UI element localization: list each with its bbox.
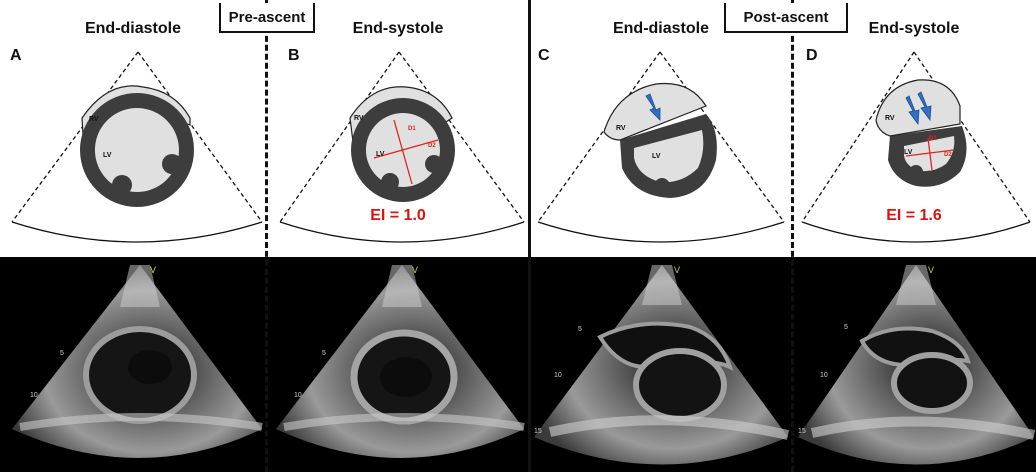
d1-label: D1 [929, 136, 937, 142]
eccentricity-index-d: EI = 1.6 [792, 207, 1036, 225]
diagram-b: End-systole B RV LV D1 D2 EI [266, 0, 530, 257]
d2-label: D2 [428, 143, 436, 149]
rv-label: RV [616, 125, 626, 132]
echo-sector-d: V 5 10 15 [792, 257, 1036, 472]
panel-c: End-diastole C RV LV [530, 0, 792, 472]
panel-letter-c: C [538, 47, 550, 65]
schematic-a: RV LV [0, 0, 266, 257]
depth-10-b: 10 [294, 392, 302, 399]
echo-image-a: V 5 10 [0, 257, 266, 472]
panel-letter-a: A [10, 47, 22, 65]
depth-5-a: 5 [60, 350, 64, 357]
depth-10-c: 10 [554, 372, 562, 379]
divider-cd [791, 0, 794, 472]
eccentricity-index-b: EI = 1.0 [266, 207, 530, 225]
probe-marker-d: V [928, 265, 934, 275]
panel-letter-d: D [806, 47, 818, 65]
lv-cavity [95, 108, 179, 192]
depth-5-c: 5 [578, 326, 582, 333]
echo-image-b: V 5 10 [266, 257, 530, 472]
echo-image-d: V 5 10 15 [792, 257, 1036, 472]
probe-marker-a: V [150, 265, 156, 275]
depth-10-a: 10 [30, 392, 38, 399]
panel-b: End-systole B RV LV D1 D2 EI [266, 0, 530, 472]
echo-sector-a: V 5 10 [0, 257, 266, 472]
depth-15-d: 15 [798, 428, 806, 435]
depth-5-d: 5 [844, 324, 848, 331]
echo-sector-c: V 5 10 15 [530, 257, 792, 472]
rv-label: RV [885, 115, 895, 122]
lv-label: LV [103, 152, 112, 159]
echo-sector-b: V 5 10 [266, 257, 530, 472]
divider-ab [265, 0, 268, 472]
panel-a: End-diastole A RV LV [0, 0, 266, 472]
depth-5-b: 5 [322, 350, 326, 357]
post-ascent-header: Post-ascent [724, 3, 848, 33]
lv-label: LV [904, 149, 913, 156]
panel-d: End-systole D RV LV [792, 0, 1036, 472]
probe-marker-c: V [674, 265, 680, 275]
pre-ascent-header: Pre-ascent [219, 3, 315, 33]
depth-15-c: 15 [534, 428, 542, 435]
echo-image-c: V 5 10 15 [530, 257, 792, 472]
lv-label: LV [652, 153, 661, 160]
panel-letter-b: B [288, 47, 300, 65]
divider-pre-post [528, 0, 531, 472]
lv-label: LV [376, 151, 385, 158]
rv-label: RV [89, 116, 99, 123]
rv-cavity [876, 80, 960, 136]
diagram-c: End-diastole C RV LV [530, 0, 792, 257]
probe-marker-b: V [412, 265, 418, 275]
d1-label: D1 [408, 126, 416, 132]
schematic-c: RV LV [530, 0, 792, 257]
diagram-d: End-systole D RV LV [792, 0, 1036, 257]
depth-10-d: 10 [820, 372, 828, 379]
rv-label: RV [354, 115, 364, 122]
diagram-a: End-diastole A RV LV [0, 0, 266, 257]
d2-label: D2 [944, 152, 952, 158]
